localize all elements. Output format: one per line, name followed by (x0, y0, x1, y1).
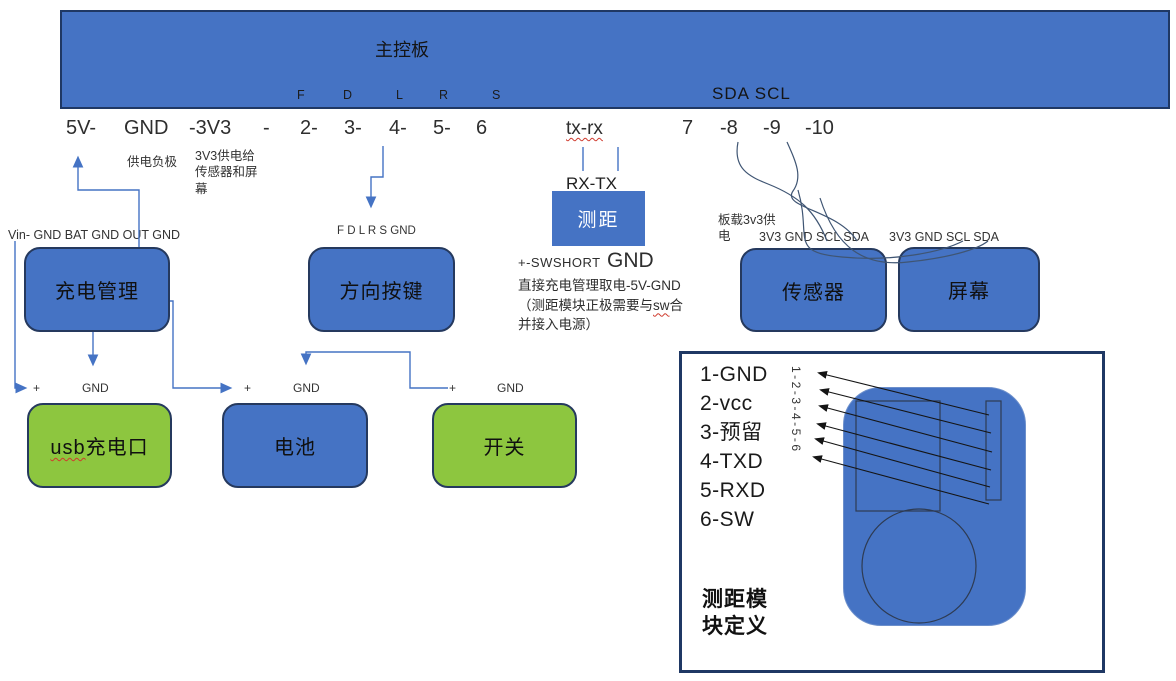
usb-text: usb (50, 437, 86, 459)
charge-pins-label: Vin- GND BAT GND OUT GND (8, 228, 181, 242)
switch-box[interactable]: 开关 (432, 403, 577, 488)
wire-pin4-to-direction (365, 146, 384, 209)
pin-definition-list: 1-GND 2-vcc 3-预留 4-TXD 5-RXD 6-SW (700, 360, 768, 534)
pin-8: -8 (720, 117, 738, 139)
board-btn-pin-r: R (439, 88, 449, 102)
direction-pins-label: F D L R S GND (337, 225, 416, 237)
battery-plus-label: + (244, 381, 252, 395)
main-board-title: 主控板 (375, 40, 429, 60)
switch-gnd-label: GND (497, 381, 524, 395)
note-sw: sw (653, 297, 670, 313)
panel-title: 测距模 块定义 (702, 586, 768, 640)
ranging-power-note: 直接充电管理取电-5V-GND（测距模块正极需要与sw合并接入电源） (518, 276, 690, 335)
battery-label: 电池 (274, 437, 316, 459)
pin-def-3: 3-预留 (700, 421, 763, 444)
screen-pins-label: 3V3 GND SCL SDA (889, 230, 999, 244)
pin-3v3: -3V3 (189, 117, 232, 139)
rxtx-label: RX-TX (566, 174, 617, 193)
direction-buttons-box[interactable]: 方向按键 (308, 247, 455, 332)
pin-dash: - (263, 117, 270, 139)
pin-4: 4- (389, 117, 407, 139)
pin-def-5: 5-RXD (700, 479, 766, 502)
pin-def-1: 1-GND (700, 363, 768, 386)
direction-buttons-label: 方向按键 (339, 281, 424, 303)
pin-gnd: GND (124, 117, 169, 139)
board-i2c-label: SDA SCL (712, 84, 791, 103)
board-btn-pin-s: S (492, 88, 501, 102)
pin-3: 3- (344, 117, 362, 139)
pin-6: 6 (476, 117, 488, 139)
panel-title-line2: 块定义 (702, 615, 768, 638)
battery-box[interactable]: 电池 (222, 403, 368, 488)
charge-port-text: 充电口 (85, 437, 149, 459)
gnd-note: 供电负极 (127, 155, 178, 169)
ranging-label: 测距 (577, 210, 620, 231)
screen-box[interactable]: 屏幕 (898, 247, 1040, 332)
pin-5: 5- (433, 117, 451, 139)
pin-2: 2- (300, 117, 318, 139)
battery-gnd-label: GND (293, 381, 320, 395)
screen-label: 屏幕 (948, 281, 990, 303)
ranging-box[interactable]: 测距 (552, 191, 645, 246)
wire-pin9-to-sensor (786, 141, 858, 242)
note-pre: 直接充电管理取电-5V-GND（测距模块正极需要与 (518, 278, 681, 313)
pin-10: -10 (805, 117, 834, 139)
pin-def-2: 2-vcc (700, 392, 753, 415)
note-post: 合并接入电源） (518, 297, 683, 333)
pin-def-6: 6-SW (700, 508, 755, 531)
pin-def-4: 4-TXD (700, 450, 764, 473)
panel-title-line1: 测距模 (702, 588, 768, 611)
charge-management-box[interactable]: 充电管理 (24, 247, 170, 332)
pin-numbers-vertical-label: 1-2-3-4-5-6 (789, 366, 803, 454)
v33-note: 3V3供电给传感器和屏幕 (195, 149, 258, 196)
pin-9: -9 (763, 117, 781, 139)
swshort-label: +-SWSHORT (518, 255, 601, 270)
sensor-box[interactable]: 传感器 (740, 248, 887, 332)
wire-switch-to-battery-gnd (300, 351, 448, 389)
switch-plus-label: + (449, 381, 457, 395)
board-btn-pin-f: F (297, 88, 305, 102)
sensor-label: 传感器 (782, 281, 845, 304)
ranging-module-drawing[interactable] (843, 387, 1026, 626)
switch-label: 开关 (483, 437, 526, 459)
usb-charge-port-label: usb充电口 (50, 431, 148, 460)
usb-charge-port-box[interactable]: usb充电口 (27, 403, 172, 488)
sensor-pins-label: 3V3 GND SCL SDA (759, 230, 869, 244)
main-board-shape[interactable]: 主控板 F D L R S SDA SCL (60, 10, 1170, 109)
i2c-curved-wires (736, 141, 989, 264)
swshort-gnd-label: GND (607, 249, 654, 272)
wire-charge-to-battery-plus (170, 300, 233, 394)
board-btn-pin-l: L (396, 88, 403, 102)
usb-plus-label: + (33, 381, 41, 395)
pin-5v: 5V- (66, 117, 97, 139)
pin-txrx: tx-rx (566, 118, 603, 139)
usb-gnd-label: GND (82, 381, 109, 395)
charge-management-label: 充电管理 (55, 281, 139, 303)
pin-7: 7 (682, 117, 694, 139)
board-btn-pin-d: D (343, 88, 353, 102)
